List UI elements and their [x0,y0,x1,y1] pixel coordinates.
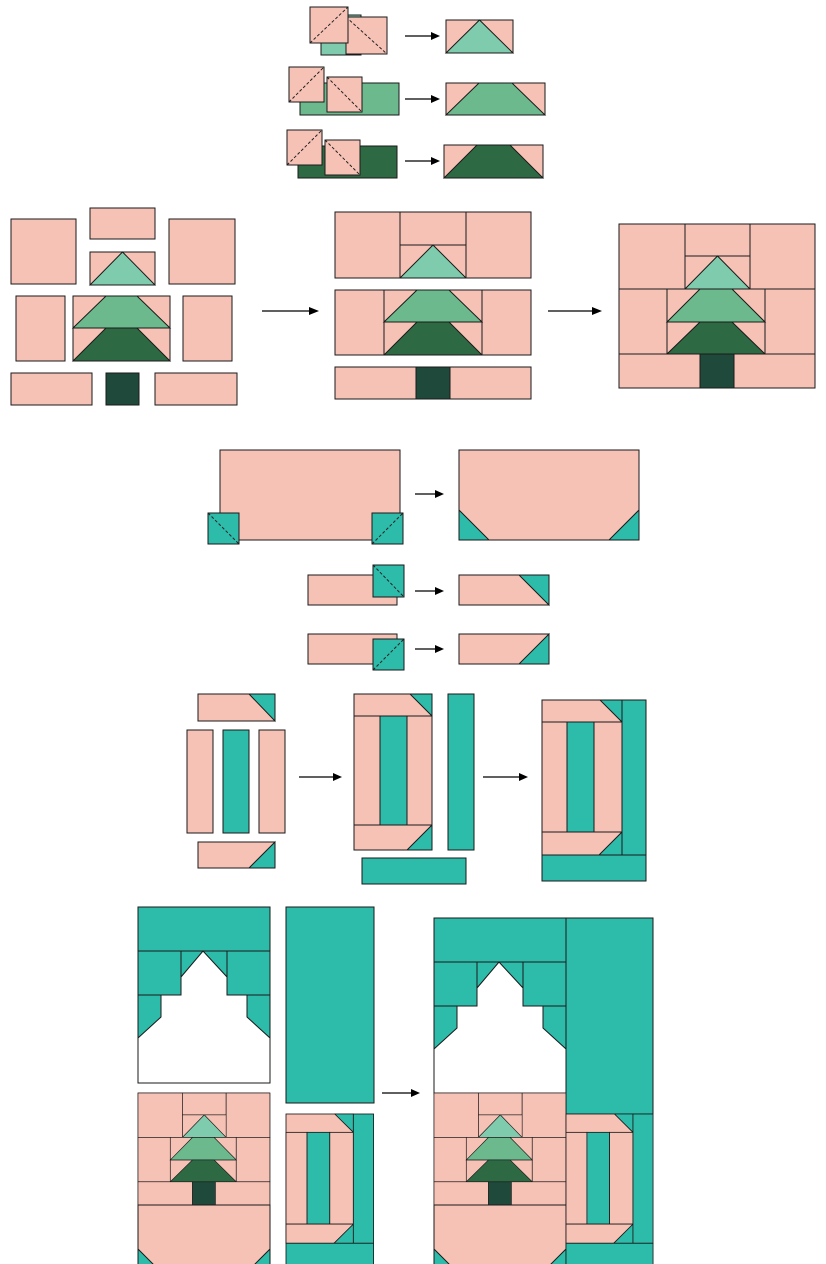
finished-frame-block [541,699,647,882]
arrow-icon [262,307,319,315]
arrow-icon [405,32,440,40]
flying-geese-row-green [288,66,547,116]
arrow-icon [483,773,528,781]
arrow-icon [548,307,602,315]
snowball-corner-units [207,449,640,545]
strip-unit-bottom-corner [307,632,550,671]
final-quilt [433,917,654,1264]
arrow-icon [405,157,440,165]
finished-tree-block [618,223,816,389]
final-layout-pieces [137,906,375,1264]
arrow-icon [405,95,440,103]
frame-block-partial [353,693,475,885]
arrow-icon [415,587,444,595]
arrow-icon [382,1089,420,1097]
frame-block-pieces [186,693,286,869]
flying-geese-row-mint [309,6,515,56]
arrow-icon [415,490,444,498]
strip-unit-top-corner [307,564,550,607]
arrow-icon [415,645,444,653]
arrow-icon [299,773,342,781]
flying-geese-row-dark [286,129,545,179]
tree-block-pieces [10,207,238,406]
tree-block-rows [334,211,532,400]
